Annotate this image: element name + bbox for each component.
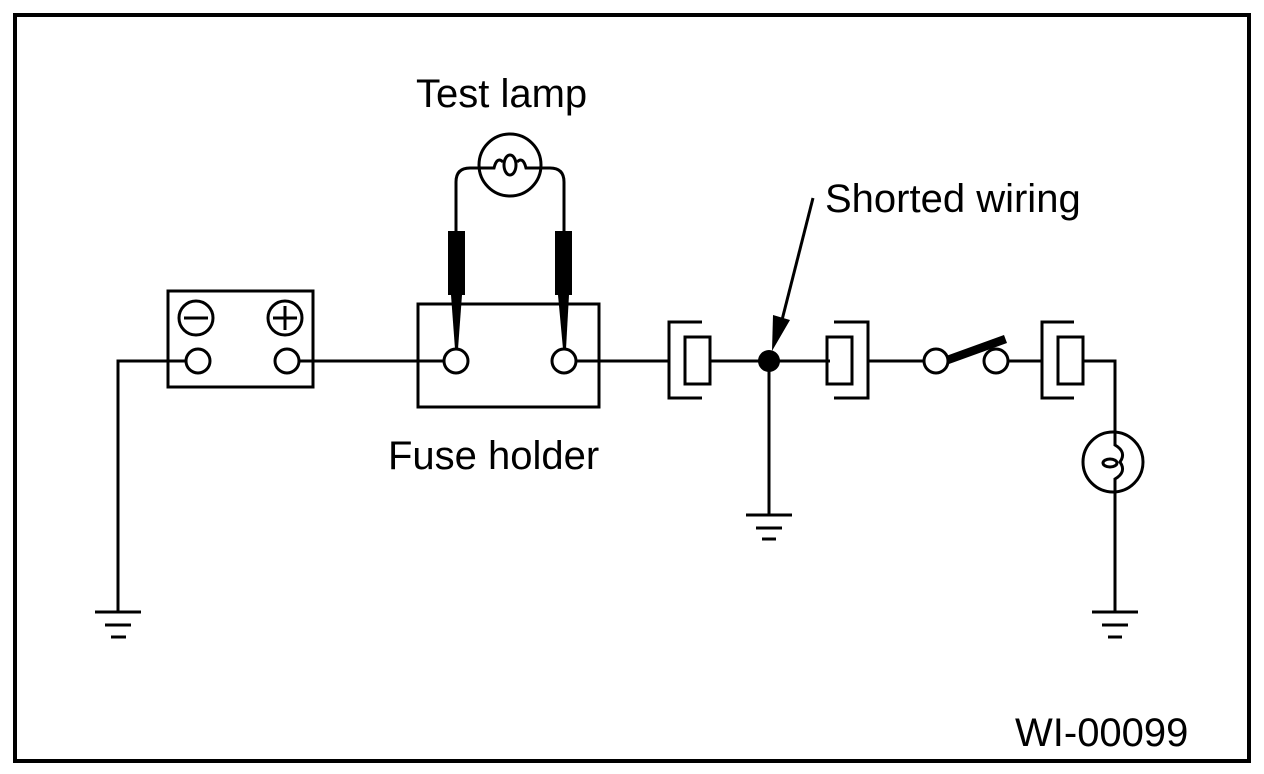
connector-3: [1040, 320, 1085, 400]
probe-handle-right: [555, 231, 572, 295]
probe-tip-right: [558, 295, 569, 349]
figure-id: WI-00099: [1015, 711, 1188, 755]
positive-terminal-symbol-icon: [266, 299, 304, 337]
ground-symbol-icon: [95, 610, 141, 639]
test-lamp-bulb-icon: [477, 132, 543, 198]
fuse-terminal-left: [442, 347, 470, 375]
test-lamp-filament: [480, 158, 540, 170]
test-lamp: [448, 132, 572, 349]
battery-positive-post: [273, 347, 301, 375]
switch-open-icon: [922, 335, 1010, 375]
fuse-holder-body: [416, 302, 601, 409]
load-lamp-icon: [1081, 430, 1145, 494]
arrow-pointer-icon: [772, 197, 815, 351]
test-lamp-lead-right: [540, 166, 566, 234]
label-test-lamp: Test lamp: [416, 72, 587, 116]
fuse-terminal-right: [550, 347, 578, 375]
battery-body: [166, 289, 315, 389]
connector-1: [667, 320, 712, 400]
ground-symbol-icon: [746, 513, 792, 541]
fuse-holder: [416, 302, 601, 409]
battery-negative-post: [184, 347, 212, 375]
diagram-frame: [13, 13, 1251, 763]
label-fuse-holder: Fuse holder: [388, 434, 599, 478]
label-shorted-wiring: Shorted wiring: [825, 177, 1081, 221]
ground-symbol-icon: [1092, 610, 1138, 639]
test-lamp-filament-loop: [502, 153, 518, 177]
negative-terminal-symbol-icon: [177, 299, 215, 337]
wire-connector3-to-lamp: [1083, 359, 1117, 432]
test-lamp-lead-left: [454, 166, 480, 234]
wire-battery-to-ground: [116, 359, 186, 612]
probe-handle-left: [448, 231, 465, 295]
connector-2: [825, 320, 870, 400]
probe-tip-left: [451, 295, 462, 349]
battery: [166, 289, 315, 389]
